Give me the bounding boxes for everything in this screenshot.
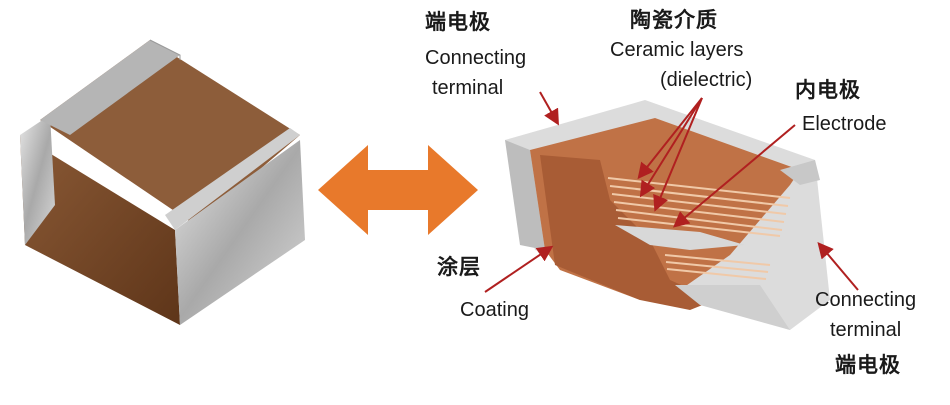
coating-zh: 涂层 [437, 255, 481, 279]
ceramic-zh: 陶瓷介质 [630, 8, 718, 32]
terminal-bottom-en-2: terminal [830, 319, 902, 341]
terminal-top-en-1: Connecting [425, 47, 527, 69]
ceramic-en-1: Ceramic layers [610, 39, 744, 61]
pointer-lines [484, 91, 859, 293]
electrode-en: Electrode [802, 113, 887, 135]
electrode-zh: 内电极 [795, 78, 861, 102]
coating-en: Coating [460, 299, 529, 321]
terminal-bottom-en-1: Connecting [815, 289, 917, 311]
terminal-top-zh: 端电极 [425, 10, 491, 34]
terminal-top-en-2: terminal [432, 77, 504, 99]
mlcc-cutaway [505, 100, 830, 330]
mlcc-chip-photo [20, 39, 305, 325]
double-arrow-icon [318, 145, 478, 235]
ceramic-en-2: (dielectric) [660, 69, 753, 91]
terminal-bottom-zh: 端电极 [835, 353, 901, 377]
